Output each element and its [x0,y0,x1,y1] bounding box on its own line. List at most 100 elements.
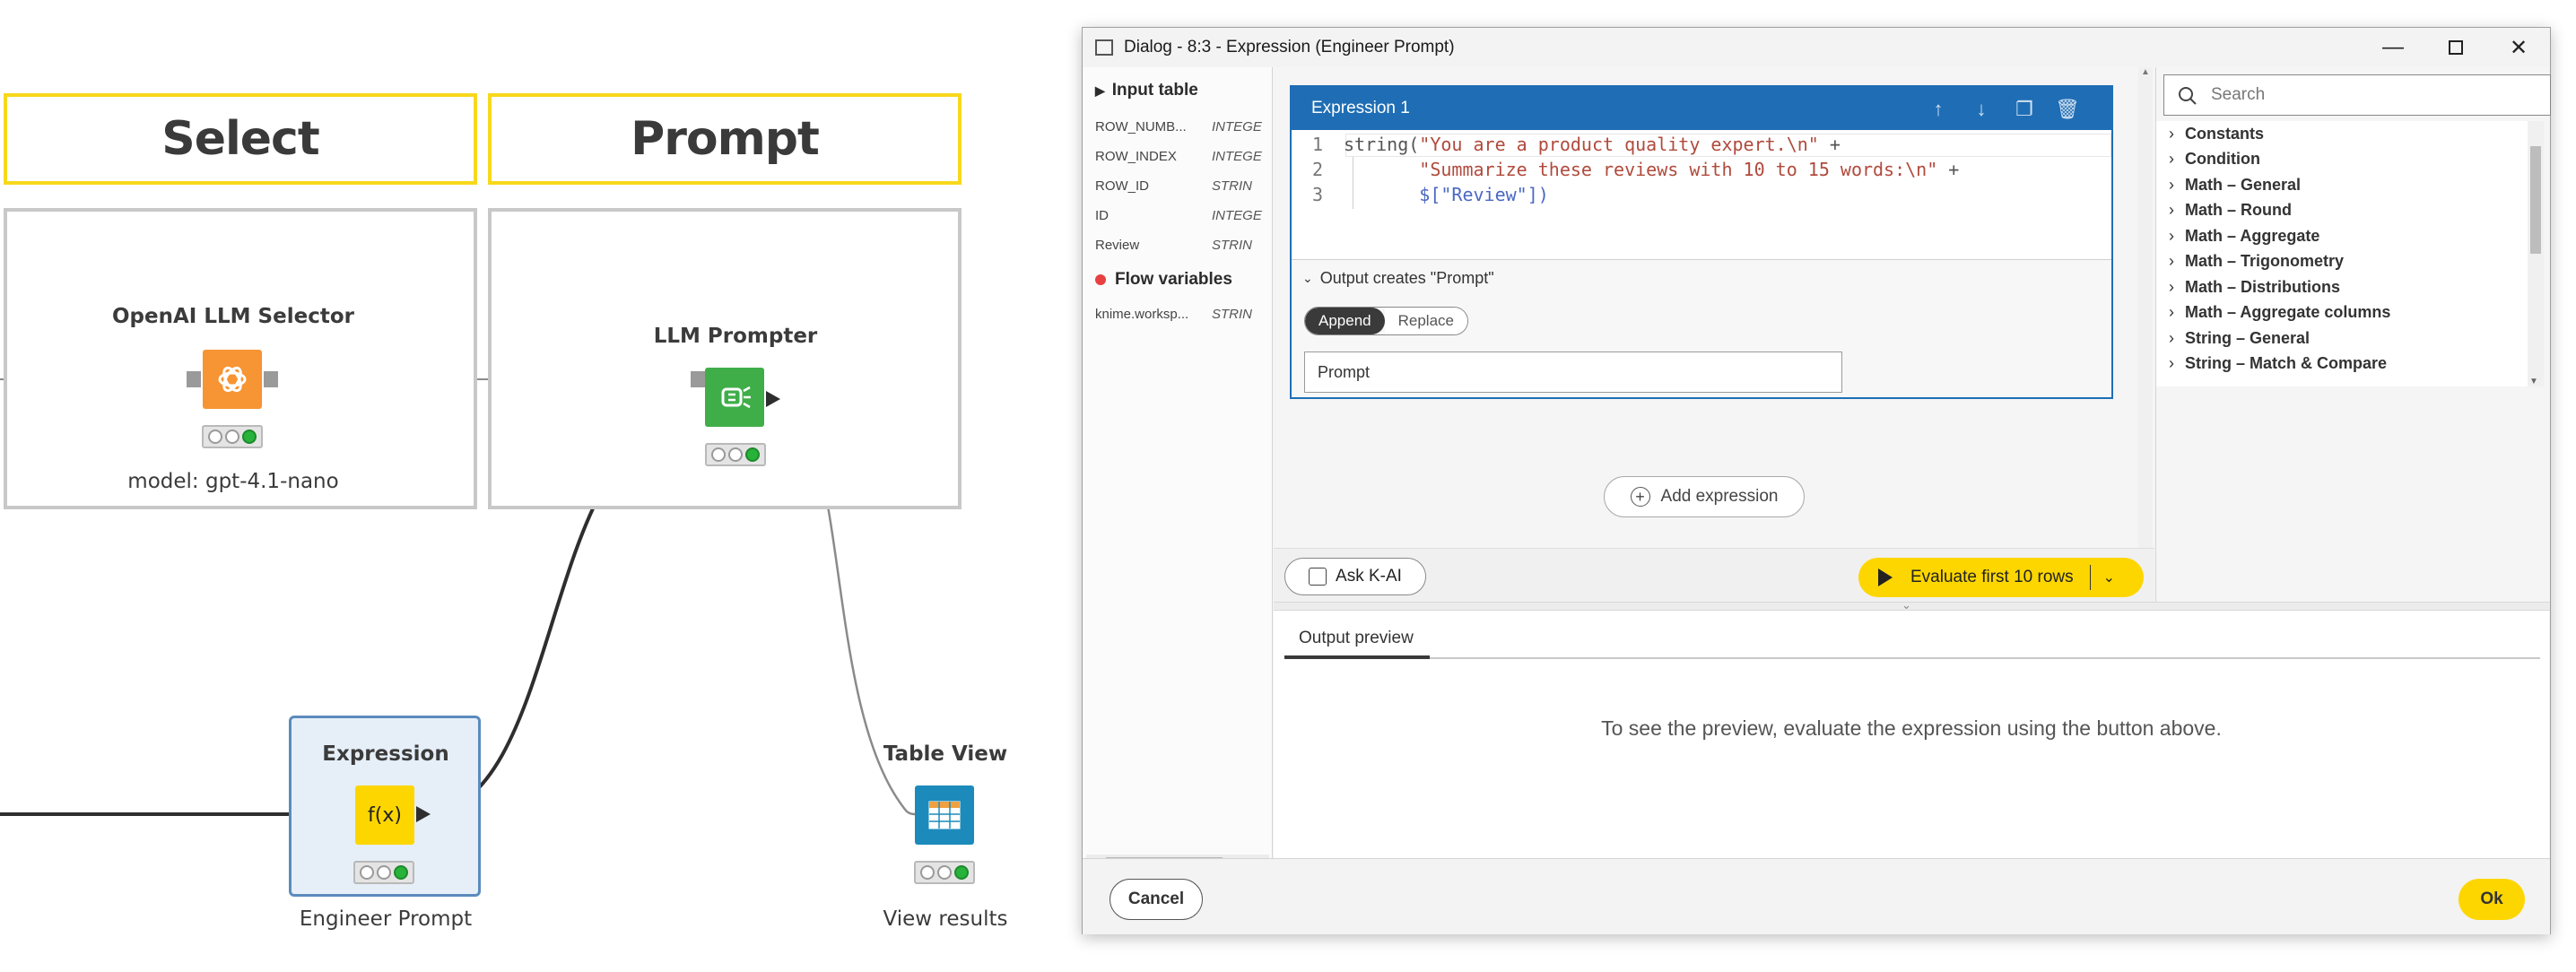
delete-expression-button[interactable]: 🗑 [2055,98,2080,121]
horizontal-splitter[interactable]: ⌄ [1274,598,2550,612]
code-editor[interactable]: 1 string("You are a product quality expe… [1292,132,2111,254]
column-name: ID [1095,208,1109,223]
append-option[interactable]: Append [1305,308,1385,334]
prompter-status-lights [705,443,766,466]
dialog-titlebar[interactable]: Dialog - 8:3 - Expression (Engineer Prom… [1083,28,2550,67]
flow-variable-item[interactable]: knime.worksp...STRIN [1083,299,1272,329]
function-icon: f(x) [368,803,402,827]
workflow-canvas[interactable]: Select Prompt OpenAI LLM Selector model:… [0,0,1076,972]
function-category-item[interactable]: ›String – General [2156,325,2542,351]
code-indent [1344,184,1419,209]
output-column-name-input[interactable]: Prompt [1304,351,1842,393]
openai-icon [218,366,247,393]
expression-output-port[interactable] [416,806,432,822]
column-type: INTEGE [1212,119,1262,135]
function-category-item[interactable]: ›Math – Trigonometry [2156,249,2542,275]
function-category-item[interactable]: ›String – Match & Compare [2156,351,2542,378]
input-table-label: Input table [1111,81,1198,100]
move-down-button[interactable]: ↓ [1970,98,1993,121]
column-name: ROW_INDEX [1095,149,1177,164]
input-table-section[interactable]: ▶ Input table [1083,74,1272,107]
column-item[interactable]: ROW_NUMB...INTEGE [1083,112,1272,142]
code-operator: + [1818,134,1841,155]
flow-variables-label: Flow variables [1115,270,1232,289]
chevron-right-icon: › [2169,252,2174,271]
function-category-item[interactable]: ›Math – General [2156,172,2542,198]
tableview-node-label[interactable]: View results [883,907,1008,931]
expression-node-label[interactable]: Engineer Prompt [299,907,473,931]
current-line-highlight [1345,134,2111,157]
code-indent [1344,159,1419,184]
output-preview-tab[interactable]: Output preview [1299,629,1414,647]
function-category-item[interactable]: ›Math – Round [2156,198,2542,224]
expression-status-lights [353,861,414,884]
expression-node[interactable]: f(x) [355,785,414,845]
chevron-down-icon[interactable]: ⌄ [2102,570,2116,586]
openai-node-label[interactable]: model: gpt-4.1-nano [127,470,339,493]
maximize-button[interactable] [2424,28,2487,67]
openai-llm-selector-node[interactable] [203,350,262,409]
annotation-prompt-header[interactable]: Prompt [488,93,962,185]
chevron-right-icon: › [2169,124,2174,143]
tab-underline [1284,657,2540,659]
ask-kai-button[interactable]: Ask K-AI [1284,558,1426,595]
add-expression-label: Add expression [1660,487,1779,506]
function-category-item[interactable]: ›Math – Aggregate [2156,223,2542,249]
output-section-header[interactable]: ⌄ Output creates "Prompt" [1302,269,1494,288]
column-type: INTEGE [1212,149,1262,164]
evaluate-button[interactable]: Evaluate first 10 rows ⌄ [1858,558,2144,597]
function-category-item[interactable]: › Constants [2156,121,2542,147]
function-category-item[interactable]: ›Math – Aggregate columns [2156,300,2542,326]
code-column-ref: $["Review"] [1419,184,1538,205]
flow-variables-section[interactable]: Flow variables [1083,264,1272,296]
code-operator: ) [1537,184,1549,205]
table-view-node[interactable] [915,785,974,845]
close-button[interactable]: ✕ [2487,28,2550,67]
column-item[interactable]: ROW_ID STRIN [1083,171,1272,201]
prompter-output-port[interactable] [766,391,782,407]
copy-expression-button[interactable]: ❐ [2013,98,2036,121]
ok-button[interactable]: Ok [2459,879,2525,920]
code-string: "Summarize these reviews with 10 to 15 w… [1419,159,1938,180]
move-up-button[interactable]: ↑ [1927,98,1950,121]
cancel-button[interactable]: Cancel [1110,879,1203,920]
line-number: 3 [1311,184,1324,205]
openai-output-port[interactable] [264,371,278,387]
arrow-up-icon: ↑ [1933,98,1944,120]
search-icon [2179,87,2197,105]
chevron-right-icon: › [2169,303,2174,322]
window-app-icon [1095,39,1113,56]
scroll-down-icon[interactable]: ▼ [2529,377,2538,386]
editor-vscrollbar[interactable]: ▲ ▼ [2138,67,2153,584]
column-item[interactable]: ROW_INDEX INTEGE [1083,142,1272,171]
maximize-icon [2449,40,2463,55]
prompter-icon [721,386,751,409]
output-section: ⌄ Output creates "Prompt" Append Replace… [1292,259,2111,397]
function-category-list: › Constants ›Condition ›Math – General ›M… [2156,121,2542,386]
prompter-model-port[interactable] [691,371,705,387]
chevron-right-icon: › [2169,354,2174,373]
llm-prompter-node[interactable] [705,368,764,427]
function-category-item[interactable]: ›Condition [2156,147,2542,173]
column-type: STRIN [1212,178,1252,194]
scrollbar-thumb[interactable] [2530,146,2541,254]
annotation-select-header[interactable]: Select [4,93,477,185]
column-name: ROW_ID [1095,178,1149,194]
function-search-input[interactable]: Search [2163,74,2551,116]
function-category-item[interactable]: ›Math – Distributions [2156,274,2542,300]
add-expression-button[interactable]: + Add expression [1604,476,1805,517]
scroll-up-icon[interactable]: ▲ [2141,67,2150,77]
chevron-right-icon: › [2169,328,2174,347]
tableview-node-title: Table View [883,742,1008,766]
active-tab-indicator [1284,655,1430,659]
chevron-right-icon: › [2169,201,2174,220]
openai-input-port[interactable] [187,371,201,387]
category-label: Constants [2185,124,2265,143]
minimize-button[interactable]: — [2362,28,2424,67]
function-list-scrollbar[interactable]: ▼ [2528,121,2544,386]
expression-dialog: Dialog - 8:3 - Expression (Engineer Prom… [1082,27,2551,934]
replace-option[interactable]: Replace [1384,308,1467,334]
output-mode-toggle[interactable]: Append Replace [1304,307,1468,335]
